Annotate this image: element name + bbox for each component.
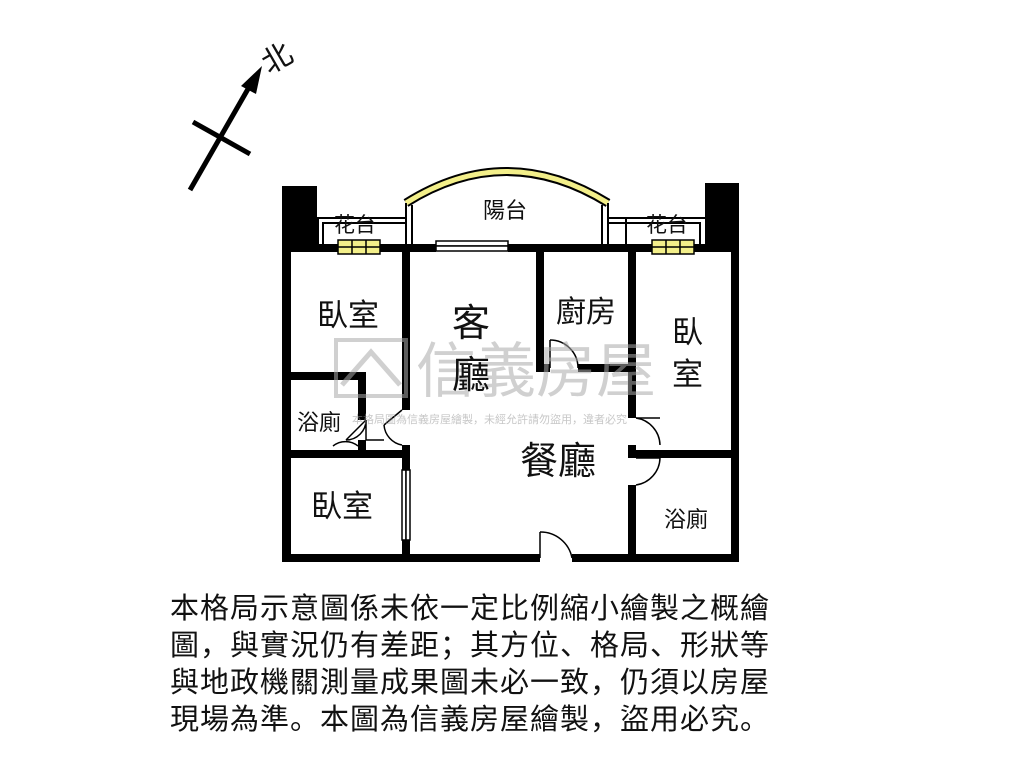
compass-arrow-head <box>241 66 262 94</box>
label-dining-room: 餐廳 <box>520 439 596 483</box>
label-bedroom-top-left: 臥室 <box>317 298 379 334</box>
label-bedroom-right-1: 臥 <box>672 315 703 351</box>
label-bathroom-left: 浴廁 <box>297 411 341 436</box>
column-right <box>705 183 739 248</box>
sliding-door-balcony <box>435 240 509 252</box>
label-planter-left: 花台 <box>334 213 376 237</box>
door-bedroom-right <box>635 417 661 446</box>
window-planter-right <box>651 239 695 255</box>
planter-left-outline <box>317 217 406 244</box>
label-kitchen: 廚房 <box>556 295 616 330</box>
door-entrance <box>539 531 573 559</box>
disclaimer-line-4: 現場為準。本圖為信義房屋繪製，盜用必究。 <box>170 702 771 736</box>
disclaimer-line-1: 本格局示意圖係未依一定比例縮小繪製之概繪 <box>170 591 771 625</box>
label-living-room-2: 廳 <box>452 353 490 397</box>
watermark: 信義房屋 本格局圖為信義房屋繪製，未經允許請勿盜用，違者必究 <box>334 337 656 426</box>
door-bathroom-right <box>635 457 661 486</box>
watermark-notice: 本格局圖為信義房屋繪製，未經允許請勿盜用，違者必究 <box>352 412 627 426</box>
watermark-brand: 信義房屋 <box>416 337 656 407</box>
north-compass: 北 <box>187 36 299 192</box>
door-living-bottom <box>383 409 403 446</box>
floor-plan: 北 <box>187 36 739 562</box>
compass-north-label: 北 <box>256 36 299 81</box>
label-bedroom-right-2: 室 <box>672 357 703 393</box>
sliding-door-bedroom-bottom <box>401 469 411 541</box>
label-living-room-1: 客 <box>452 301 490 345</box>
door-bathroom-left <box>332 419 384 447</box>
watermark-logo-icon <box>334 338 408 398</box>
window-planter-left <box>337 239 381 255</box>
label-balcony: 陽台 <box>483 199 527 224</box>
label-bathroom-right: 浴廁 <box>664 508 708 533</box>
disclaimer-line-2: 圖，與實況仍有差距；其方位、格局、形狀等 <box>170 628 771 662</box>
label-bedroom-bottom-left: 臥室 <box>311 489 373 525</box>
doors <box>332 339 661 559</box>
column-left <box>282 186 317 248</box>
label-planter-right: 花台 <box>646 213 688 237</box>
disclaimer-line-3: 與地政機關測量成果圖未必一致，仍須以房屋 <box>170 665 771 699</box>
compass-cross-bar <box>191 119 252 157</box>
door-kitchen <box>549 339 579 369</box>
planter-right-outline <box>608 217 706 244</box>
disclaimer-text: 本格局示意圖係未依一定比例縮小繪製之概繪 圖，與實況仍有差距；其方位、格局、形狀… <box>170 590 870 738</box>
